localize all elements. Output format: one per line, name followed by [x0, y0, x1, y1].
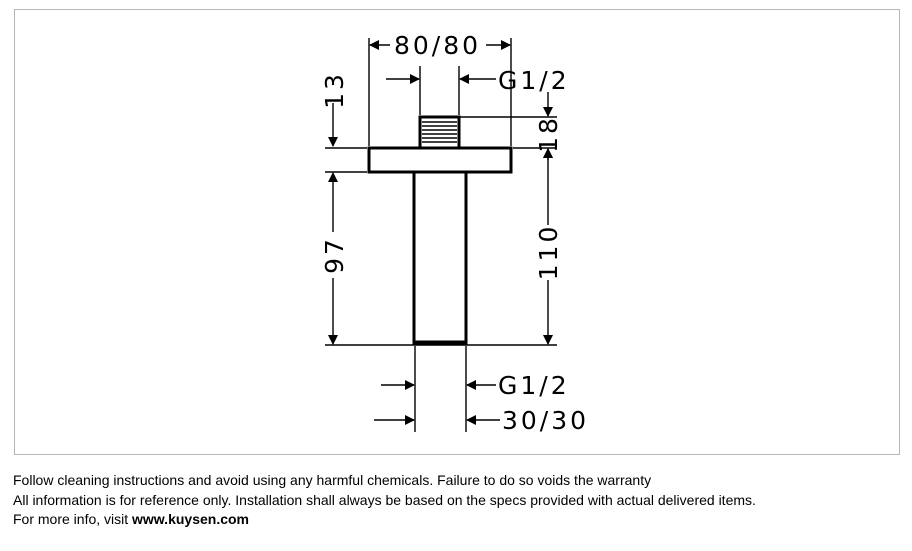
ceiling-flange — [367, 146, 513, 174]
footer-line-reference: All information is for reference only. I… — [13, 491, 756, 508]
dim-flange-width: 80/80 — [394, 31, 481, 60]
dim-top-thread: G1/2 — [498, 66, 570, 95]
dim-pipe-diameter: 30/30 — [502, 406, 589, 435]
footer-more-info-text: For more info, visit — [13, 511, 133, 527]
thread-lines — [422, 121, 457, 143]
website-link[interactable]: www.kuysen.com — [132, 511, 249, 527]
dim-total-length: 110 — [534, 224, 563, 281]
pipe — [412, 170, 468, 346]
dim-flange-thickness: 18 — [534, 115, 563, 153]
dimension-lines — [328, 40, 553, 425]
dim-pipe-length: 97 — [320, 236, 349, 274]
dim-bottom-thread: G1/2 — [498, 371, 570, 400]
footer-line-more-info: For more info, visit www.kuysen.com — [13, 510, 756, 530]
footer-notes: Follow cleaning instructions and avoid u… — [13, 471, 756, 530]
drawing-frame — [14, 9, 900, 455]
shower-arm-body — [367, 115, 513, 346]
footer-line-cleaning: Follow cleaning instructions and avoid u… — [13, 472, 652, 488]
dim-top-nipple: 13 — [320, 71, 349, 109]
technical-drawing: 80/80 G1/2 13 18 97 110 G1/2 30/30 — [320, 31, 589, 435]
